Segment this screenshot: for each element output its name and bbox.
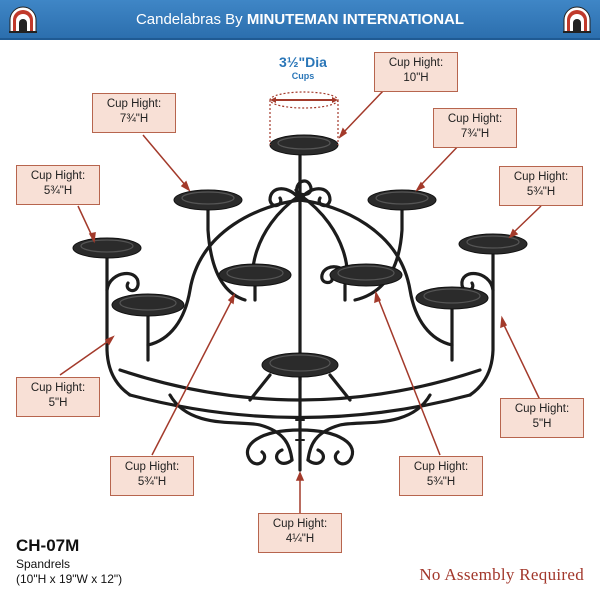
callout-height: 5"H <box>48 397 68 409</box>
product-dimensions: (10"H x 19"W x 12") <box>16 572 123 586</box>
callout-height: 5¾"H <box>426 476 456 488</box>
callout-top-cup: Cup Hight: 10"H <box>374 52 458 92</box>
callout-title: Cup Hight: <box>513 171 569 183</box>
callout-height: 4¼"H <box>285 533 315 545</box>
cup-diameter-caption: Cups <box>291 71 315 81</box>
callout-title: Cup Hight: <box>447 113 503 125</box>
callout-lower-right-cup: Cup Hight: 5"H <box>500 398 584 438</box>
assembly-note: No Assembly Required <box>419 565 584 584</box>
callout-title: Cup Hight: <box>124 461 180 473</box>
callout-title: Cup Hight: <box>106 98 162 110</box>
title-brand: MINUTEMAN INTERNATIONAL <box>246 11 465 28</box>
callout-title: Cup Hight: <box>514 403 570 415</box>
product-model: CH-07M <box>16 536 80 555</box>
callout-title: Cup Hight: <box>30 382 86 394</box>
callout-height: 7¾"H <box>460 128 490 140</box>
header-bar: Candelabras By MINUTEMAN INTERNATIONAL <box>0 0 600 40</box>
callout-inner-left-cup: Cup Hight: 5¾"H <box>110 456 194 496</box>
fireplace-logo-icon <box>563 6 591 33</box>
title-prefix: Candelabras By <box>135 11 247 28</box>
callout-inner-right-cup: Cup Hight: 5¾"H <box>399 456 483 496</box>
callout-bottom-cup: Cup Hight: 4¼"H <box>258 513 342 553</box>
callout-title: Cup Hight: <box>272 518 328 530</box>
callout-height: 5¾"H <box>43 185 73 197</box>
callout-title: Cup Hight: <box>413 461 469 473</box>
leader-lines <box>59 89 542 513</box>
callout-lower-left-cup: Cup Hight: 5"H <box>16 377 100 417</box>
callout-height: 5¾"H <box>526 186 556 198</box>
callout-title: Cup Hight: <box>30 170 86 182</box>
header-title: Candelabras By MINUTEMAN INTERNATIONAL <box>0 0 600 40</box>
callout-outer-right-cup: Cup Hight: 5¾"H <box>499 166 583 206</box>
cup-diameter-value: 3½"Dia <box>279 54 327 70</box>
callout-height: 5¾"H <box>137 476 167 488</box>
callout-height: 7¾"H <box>119 113 149 125</box>
callout-upper-left-cup: Cup Hight: 7¾"H <box>92 93 176 133</box>
callout-title: Cup Hight: <box>388 57 444 69</box>
cup-diameter-label: 3½"Dia Cups <box>260 54 346 81</box>
fireplace-logo-icon <box>9 6 37 33</box>
product-name: Spandrels <box>16 557 71 571</box>
callout-height: 10"H <box>403 72 429 84</box>
callout-outer-left-cup: Cup Hight: 5¾"H <box>16 165 100 205</box>
callout-upper-right-cup: Cup Hight: 7¾"H <box>433 108 517 148</box>
callout-height: 5"H <box>532 418 552 430</box>
